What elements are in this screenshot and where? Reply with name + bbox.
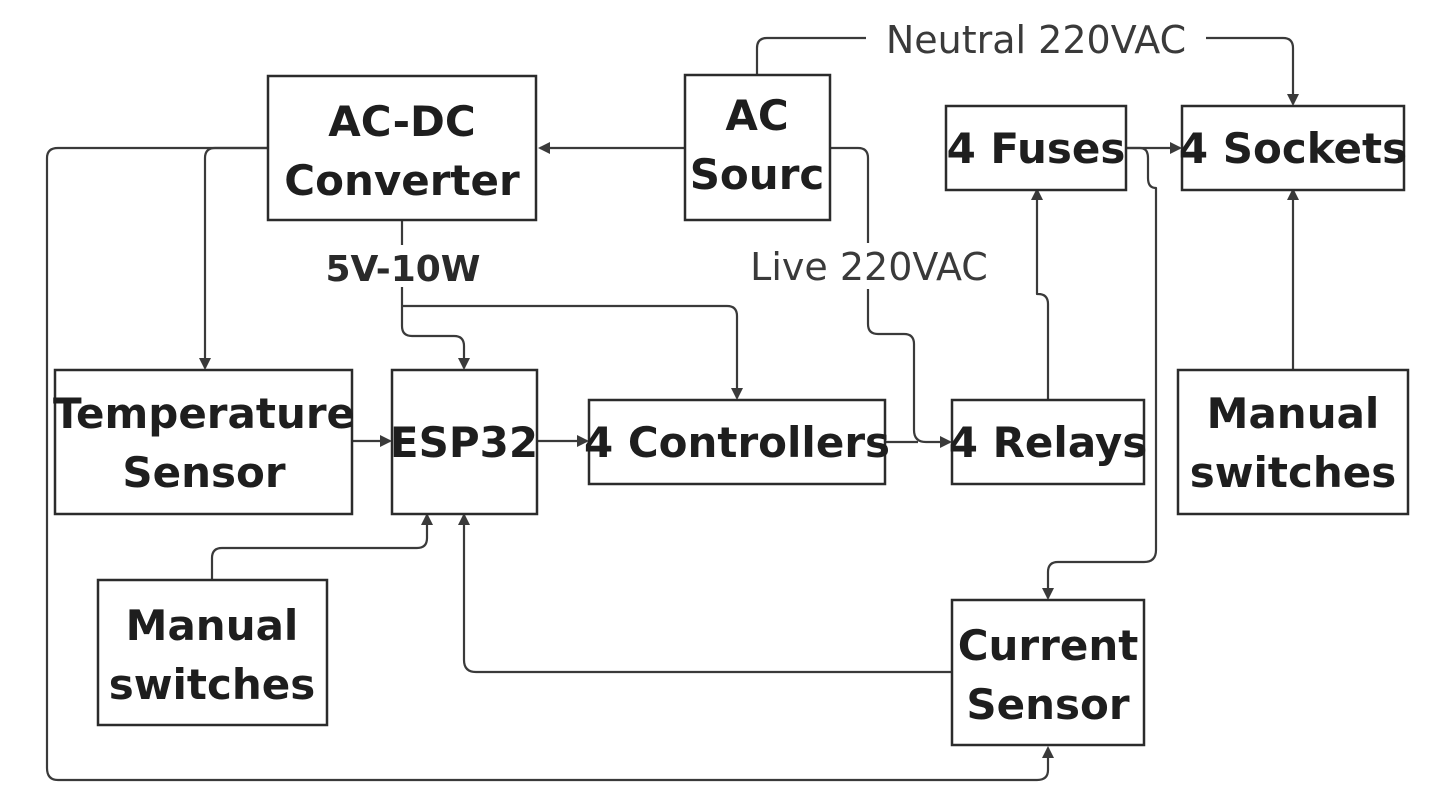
current-sensor-line2: Sensor <box>966 680 1129 729</box>
wire-converter-to-esp32 <box>400 220 470 370</box>
relays-block: 4 Relays <box>949 398 1148 486</box>
wire-relays-to-fuses <box>1031 188 1050 400</box>
connection-labels: Neutral 220VAC Live 220VAC 5V-10W <box>318 16 1206 290</box>
current-sensor-line1: Current <box>958 621 1139 670</box>
sockets-label: 4 Sockets <box>1179 124 1407 173</box>
fuses-label: 4 Fuses <box>947 124 1126 173</box>
temperature-sensor-block: Temperature Sensor <box>53 368 355 516</box>
esp32-block: ESP32 <box>390 368 539 516</box>
ac-dc-converter-line2: Converter <box>284 156 520 205</box>
wire-converter-to-temp <box>199 146 268 370</box>
ac-source-block: AC Sourc <box>683 73 832 222</box>
manual-switches-left-block: Manual switches <box>96 578 329 727</box>
manual-switches-left-line2: switches <box>109 660 316 709</box>
current-sensor-block: Current Sensor <box>950 598 1146 747</box>
ac-source-line2: Sourc <box>690 150 825 199</box>
relays-label: 4 Relays <box>949 418 1148 467</box>
ac-dc-converter-line1: AC-DC <box>328 97 475 146</box>
wire-live <box>830 146 952 448</box>
controllers-block: 4 Controllers <box>584 398 890 486</box>
power-label: 5V-10W <box>325 249 480 290</box>
wire-5v-to-controllers <box>402 304 743 400</box>
manual-switches-right-block: Manual switches <box>1176 368 1410 516</box>
temperature-sensor-line1: Temperature <box>53 389 355 438</box>
manual-switches-right-line1: Manual <box>1207 389 1380 438</box>
neutral-label: Neutral 220VAC <box>886 18 1186 62</box>
ac-dc-converter-block: AC-DC Converter <box>266 74 538 222</box>
manual-switches-left-line1: Manual <box>126 601 299 650</box>
wire-fuses-to-current <box>1042 146 1158 600</box>
wire-manual-left-to-esp32 <box>210 513 433 580</box>
manual-switches-right-line2: switches <box>1190 448 1397 497</box>
connections <box>45 36 1299 782</box>
esp32-label: ESP32 <box>390 418 538 467</box>
sockets-block: 4 Sockets <box>1179 104 1407 192</box>
live-label: Live 220VAC <box>750 245 988 289</box>
controllers-label: 4 Controllers <box>584 418 890 467</box>
wire-converter-to-current <box>45 146 1054 782</box>
fuses-block: 4 Fuses <box>944 104 1128 192</box>
ac-source-line1: AC <box>725 91 788 140</box>
wire-current-to-esp32 <box>458 513 952 674</box>
temperature-sensor-line2: Sensor <box>122 448 285 497</box>
